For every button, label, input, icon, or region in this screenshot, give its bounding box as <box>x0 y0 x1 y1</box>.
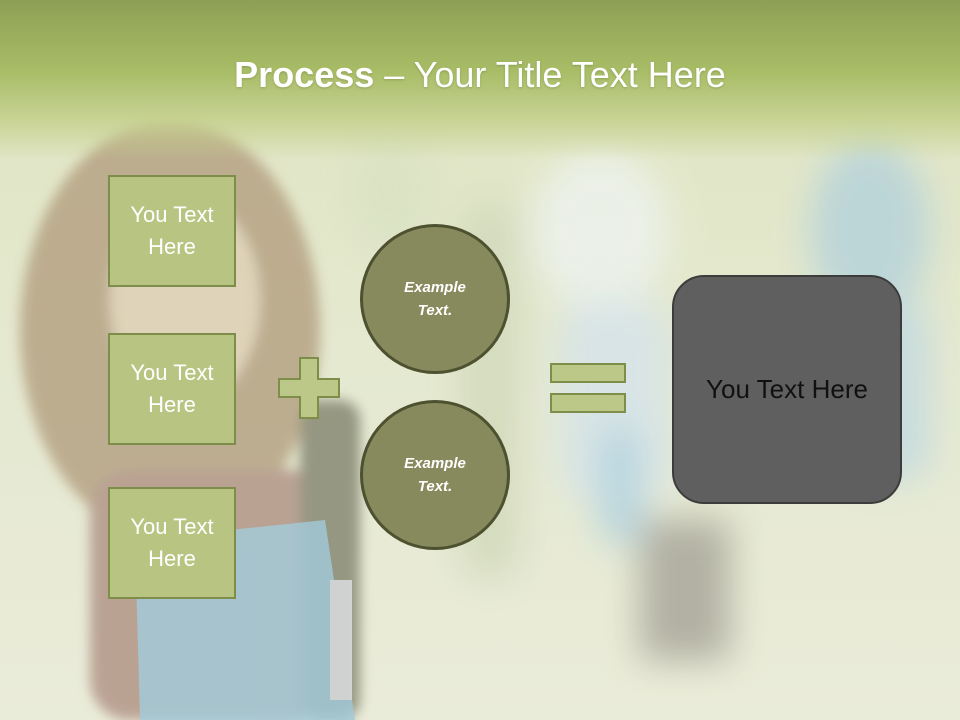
title-dash: – <box>374 54 414 95</box>
text-box-3: You Text Here <box>108 487 236 599</box>
result-text: You Text Here <box>706 374 868 404</box>
text-box-1-line2: Here <box>148 234 196 259</box>
text-box-3-line1: You Text <box>130 514 214 539</box>
equals-bar-bottom <box>550 393 626 413</box>
result-box: You Text Here <box>672 275 902 504</box>
equals-bar-top <box>550 363 626 383</box>
title-rest: Your Title Text Here <box>413 54 726 95</box>
text-box-2-line1: You Text <box>130 360 214 385</box>
example-circle-2: Example Text. <box>360 400 510 550</box>
circle-2-line1: Example <box>404 455 466 472</box>
plus-icon <box>278 357 340 419</box>
text-box-1-line1: You Text <box>130 202 214 227</box>
title-bold: Process <box>234 54 375 95</box>
circle-1-line1: Example <box>404 279 466 296</box>
circle-1-line2: Text. <box>417 302 453 319</box>
slide-title: Process – Your Title Text Here <box>0 52 960 98</box>
text-box-3-line2: Here <box>148 546 196 571</box>
text-box-2: You Text Here <box>108 333 236 445</box>
circle-2-line2: Text. <box>417 478 453 495</box>
example-circle-1: Example Text. <box>360 224 510 374</box>
title-band <box>0 0 960 160</box>
text-box-2-line2: Here <box>148 392 196 417</box>
text-box-1: You Text Here <box>108 175 236 287</box>
